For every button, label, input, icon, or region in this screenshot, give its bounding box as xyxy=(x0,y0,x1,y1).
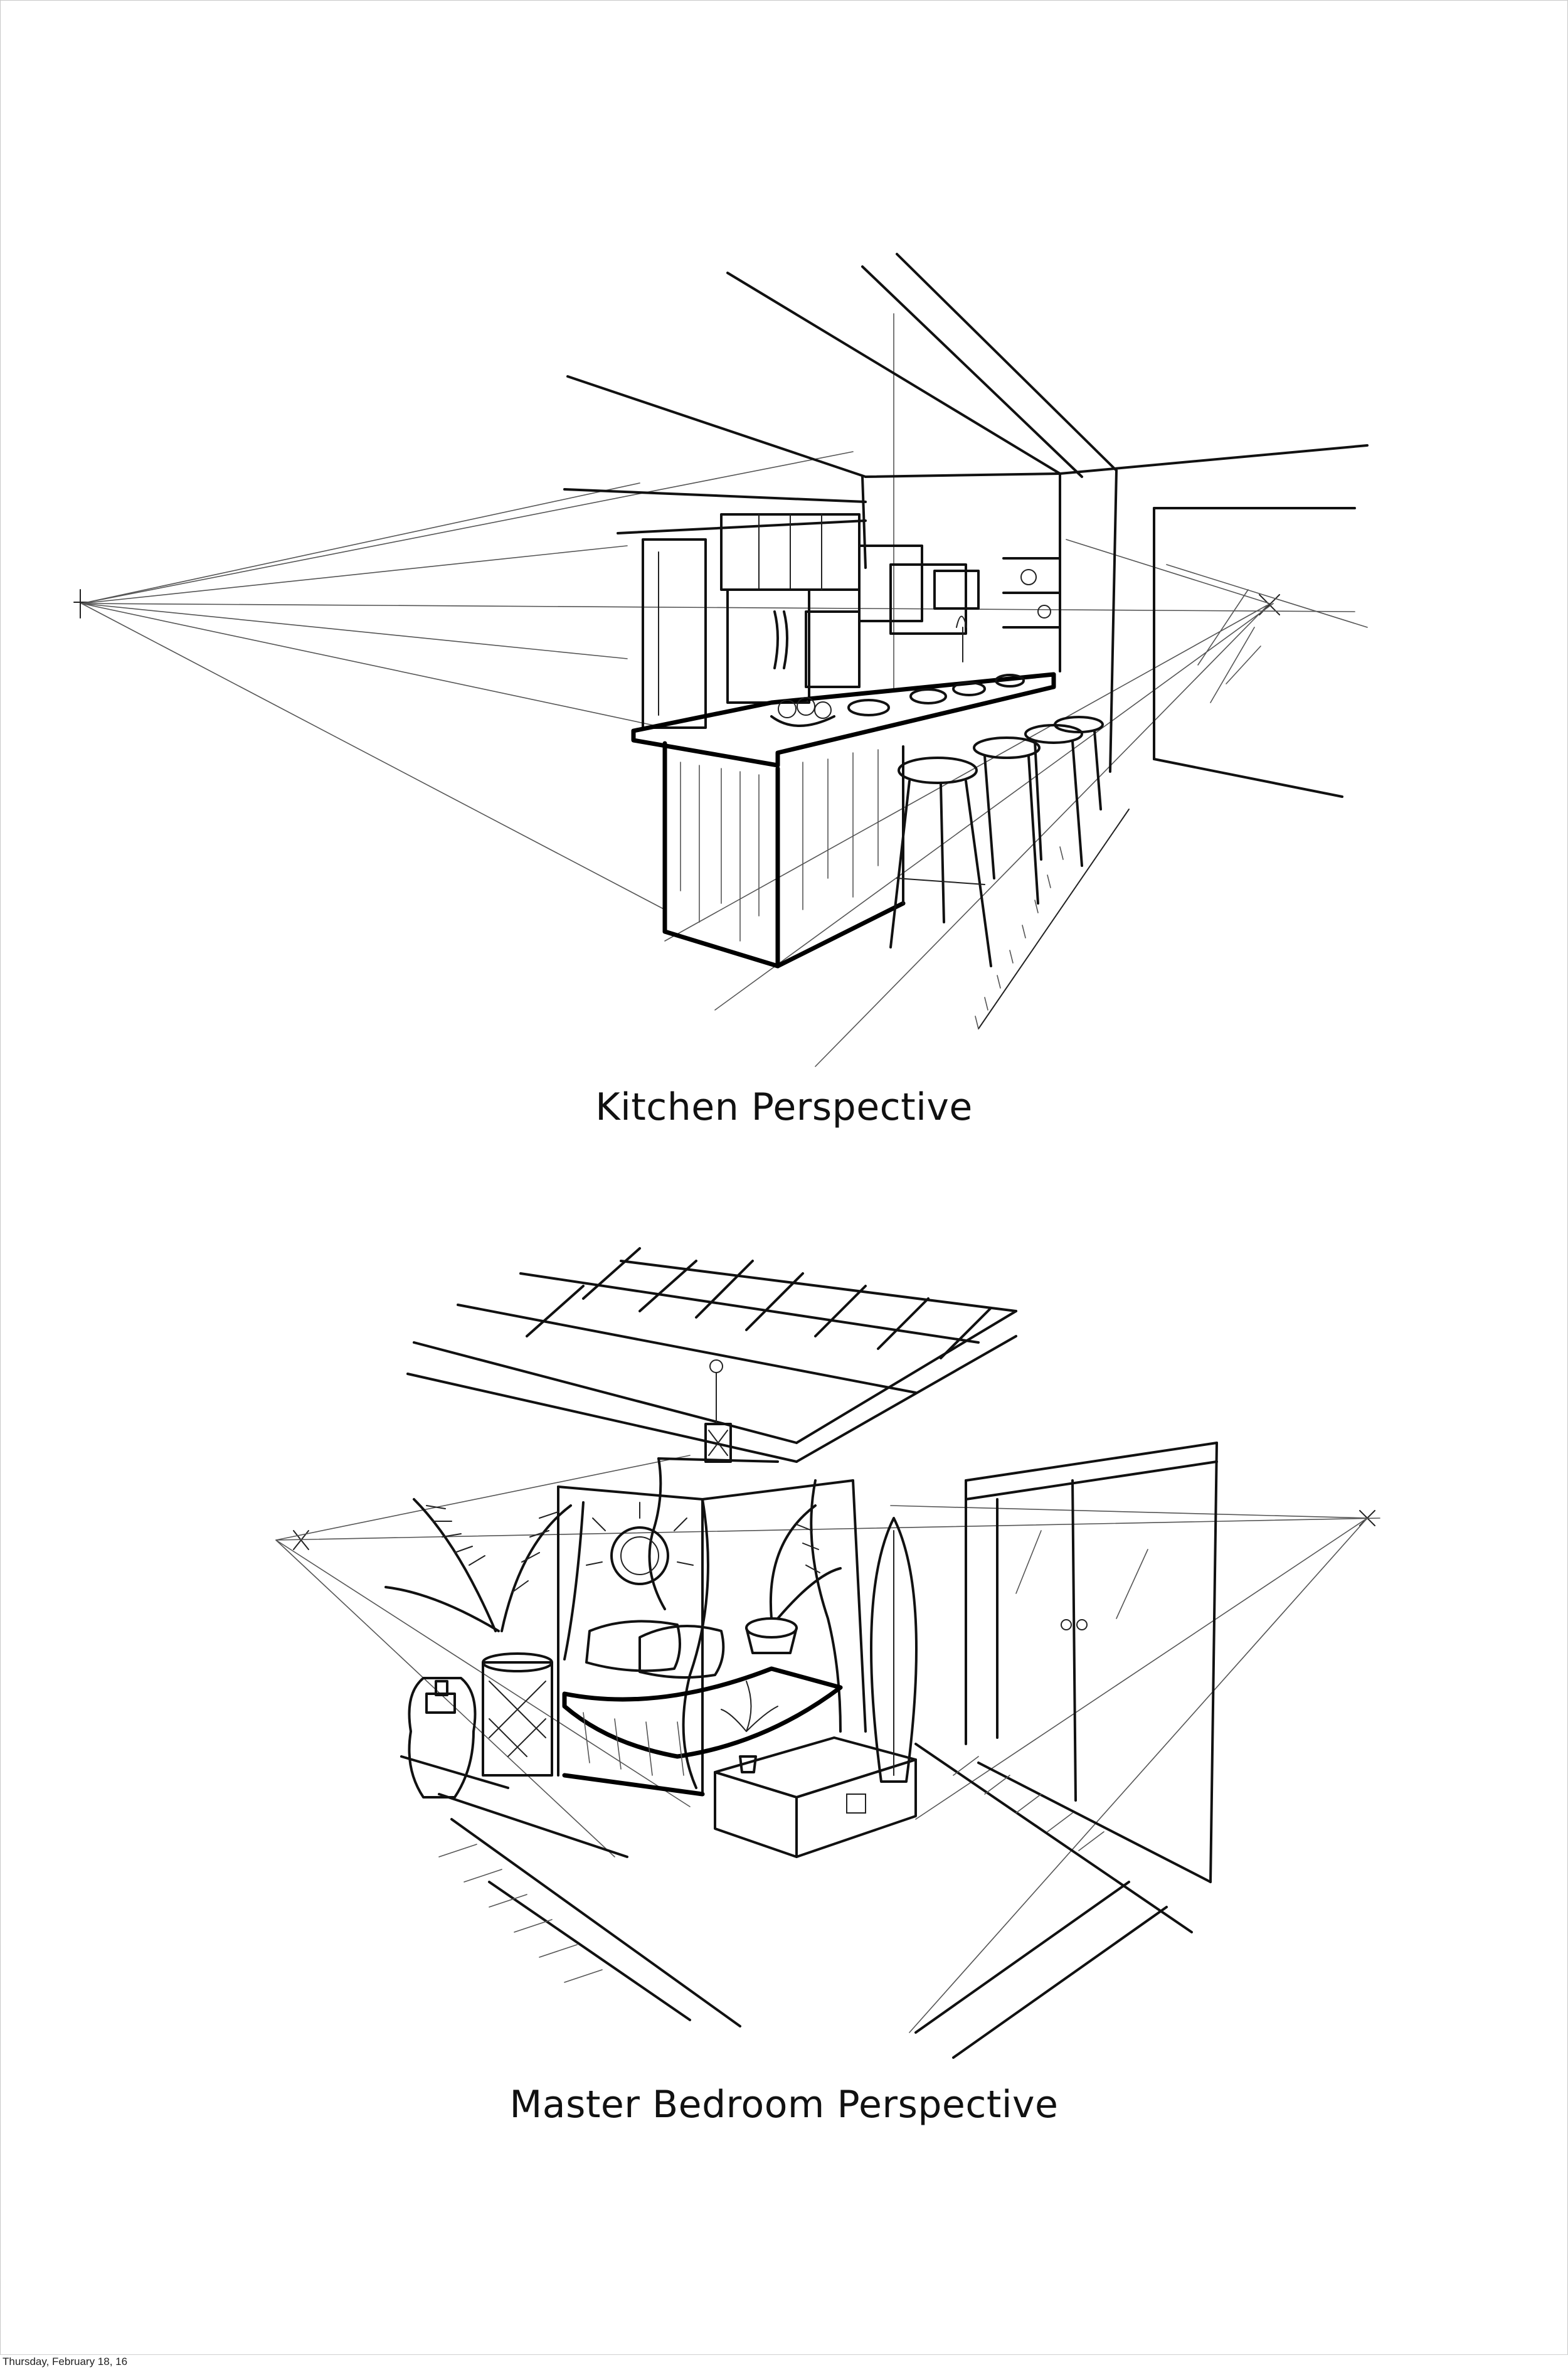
kitchen-construction-lines xyxy=(81,313,1368,1067)
kitchen-island xyxy=(631,672,1056,969)
footer-date: Thursday, February 18, 16 xyxy=(3,2356,128,2367)
kitchen-ceiling xyxy=(566,253,1369,569)
bedroom-floor xyxy=(400,1743,1193,2059)
bedroom-closet xyxy=(965,1442,1218,1883)
kitchen-caption: Kitchen Perspective xyxy=(595,1085,973,1129)
bedroom-ceiling-beams xyxy=(406,1247,1017,1463)
bedroom-canopy-bed xyxy=(557,1457,867,1797)
bedroom-caption: Master Bedroom Perspective xyxy=(509,2083,1059,2127)
footer-bar: Thursday, February 18, 16 xyxy=(0,2354,1568,2370)
bedroom-side-tables xyxy=(408,1652,553,1799)
bedroom-sketch xyxy=(275,1247,1380,2059)
kitchen-sketch xyxy=(73,253,1369,1067)
bedroom-surfboard xyxy=(870,1517,918,1783)
bedroom-pendant-lamp xyxy=(704,1359,732,1463)
bedroom-plants xyxy=(384,1498,842,1654)
kitchen-cabinets xyxy=(563,488,1061,729)
kitchen-right-wall xyxy=(975,469,1356,1029)
kitchen-stools xyxy=(889,716,1104,967)
bedroom-bench xyxy=(714,1681,917,1858)
